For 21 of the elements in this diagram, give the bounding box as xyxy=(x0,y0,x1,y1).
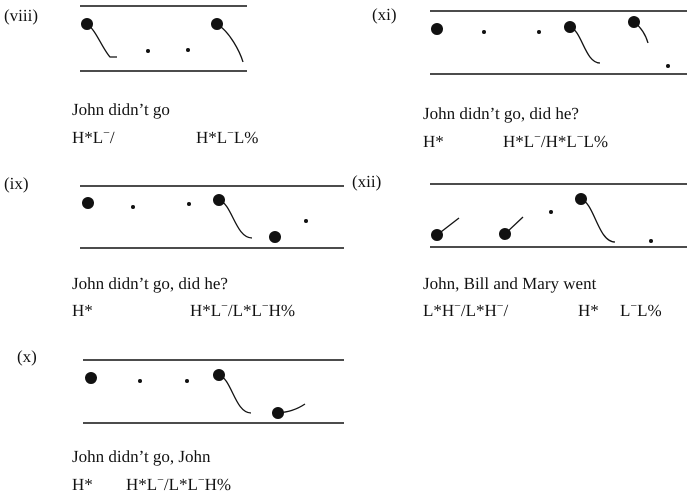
tone-label: L$^{−}$L% xyxy=(620,301,662,321)
panel-number: (viii) xyxy=(4,6,38,26)
tone-label: H*L$^{−}$/L*L$^{−}$H% xyxy=(190,301,296,321)
tone-label: H*L$^{−}$L% xyxy=(196,128,258,148)
tone-label: H* xyxy=(72,475,93,495)
tone-label: H* xyxy=(72,301,93,321)
tone-label: L*H$^{−}$/L*H$^{−}$/ xyxy=(423,301,508,321)
tone-label: H*L$^{−}$/L*L$^{−}$H% xyxy=(126,475,232,495)
tone-label: H* xyxy=(423,132,444,152)
sentence: John didn’t go, John xyxy=(72,447,211,467)
panel-number: (xi) xyxy=(372,5,397,25)
sentence: John, Bill and Mary went xyxy=(423,274,596,294)
sentence: John didn’t go, did he? xyxy=(423,104,579,124)
panel-number: (ix) xyxy=(4,174,29,194)
panel-number: (x) xyxy=(17,347,37,367)
panel-number: (xii) xyxy=(352,172,382,192)
sentence: John didn’t go xyxy=(72,100,170,120)
tone-label: H*L$^{−}$/ xyxy=(72,128,115,148)
tone-label: H* xyxy=(578,301,599,321)
tone-label: H*L$^{−}$/H*L$^{−}$L% xyxy=(503,132,608,152)
sentence: John didn’t go, did he? xyxy=(72,274,228,294)
